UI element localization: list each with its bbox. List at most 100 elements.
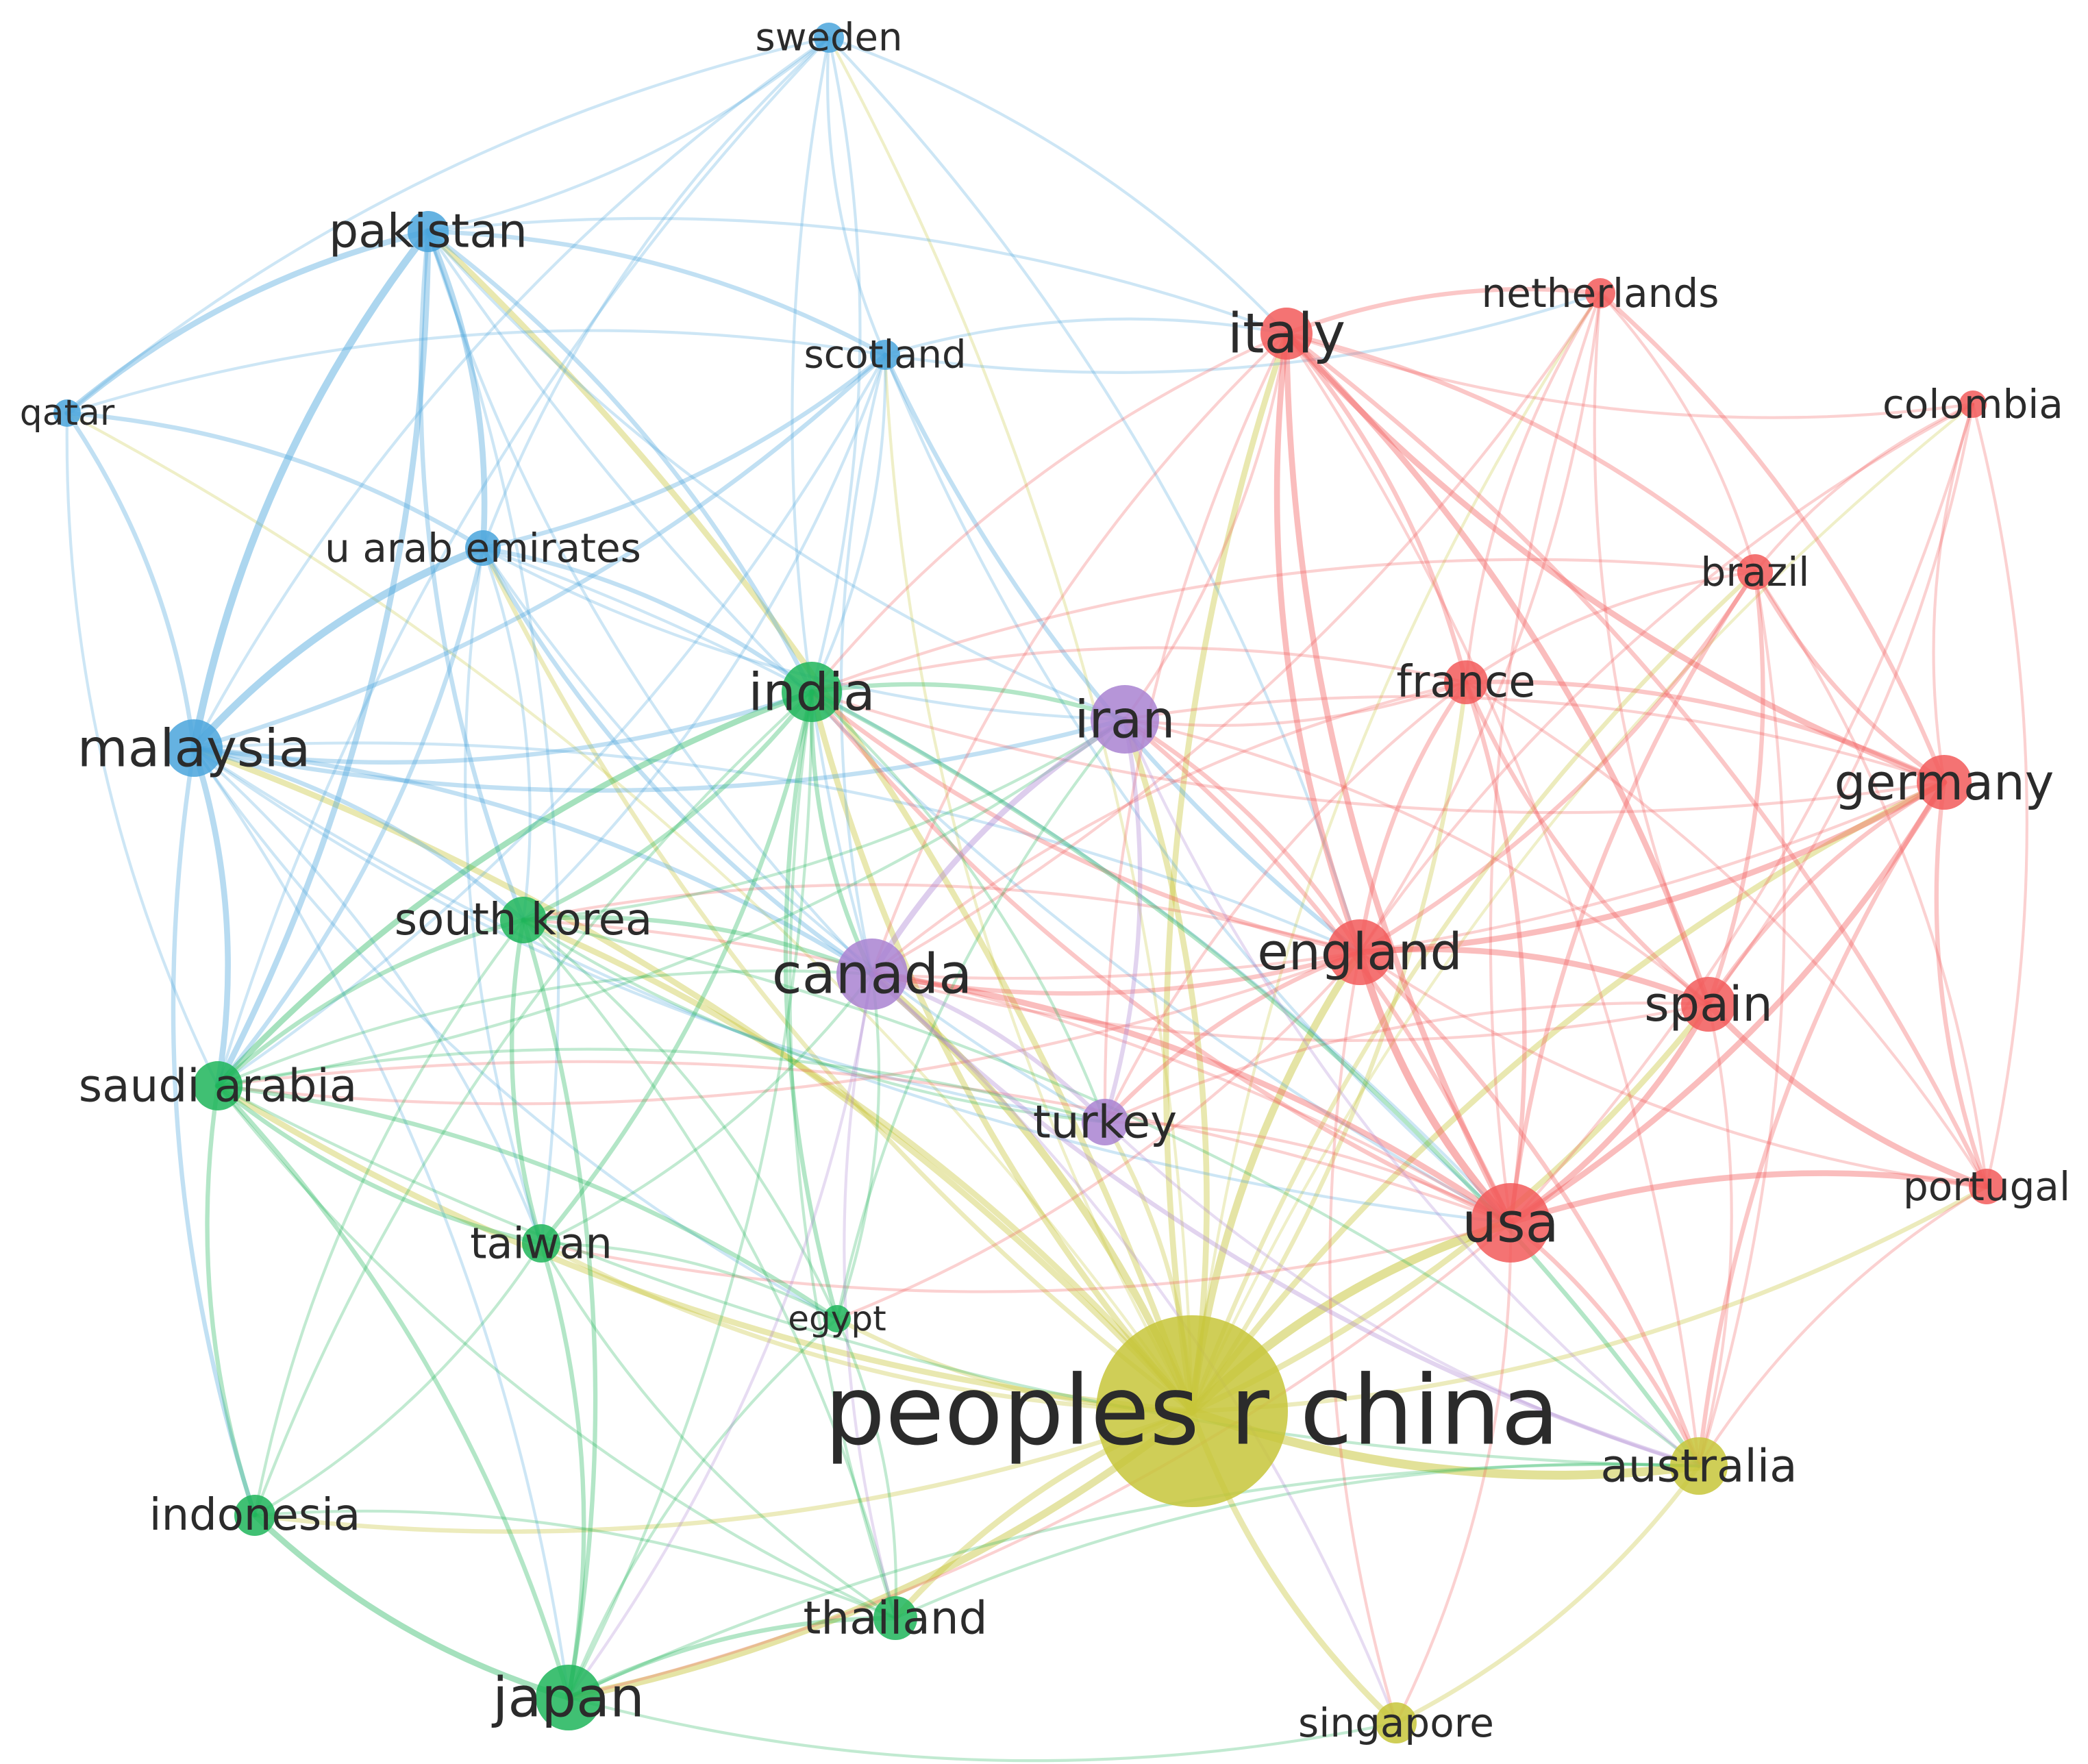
edge-england-australia — [1357, 949, 1702, 1469]
edge-germany-australia — [1696, 780, 1947, 1469]
edge-china-malaysia — [190, 745, 1195, 1415]
node-saudiarabia[interactable] — [193, 1061, 243, 1110]
edge-germany-england — [1356, 779, 1948, 956]
edge-india-japan — [567, 690, 814, 1700]
node-italy[interactable] — [1260, 308, 1313, 360]
edge-pakistan-saudiarabia — [214, 228, 432, 1089]
edge-usa-portugal — [1507, 1170, 1990, 1226]
edge-england-iran — [1122, 717, 1363, 955]
edge-england-saudiarabia — [216, 950, 1362, 1106]
edge-southkorea-japan — [521, 917, 598, 1700]
node-label-iran: iran — [1074, 689, 1175, 750]
edge-china-indonesia — [252, 1408, 1195, 1534]
edge-england-southkorea — [521, 883, 1362, 954]
node-pakistan[interactable] — [408, 211, 449, 252]
node-colombia[interactable] — [1959, 390, 1987, 418]
node-canada[interactable] — [836, 939, 908, 1010]
edge-india-indonesia — [253, 690, 814, 1517]
node-brazil[interactable] — [1737, 554, 1773, 590]
node-germany[interactable] — [1917, 755, 1972, 810]
edge-colombia-brazil — [1753, 402, 1975, 574]
edge-pakistan-taiwan — [426, 229, 560, 1245]
node-label-japan: japan — [491, 1666, 645, 1730]
edge-thailand-japan — [566, 1615, 898, 1700]
edge-saudiarabia-egypt — [215, 1083, 840, 1321]
node-australia[interactable] — [1670, 1437, 1728, 1495]
edge-taiwan-thailand — [539, 1241, 897, 1620]
edge-turkey-australia — [1103, 1120, 1701, 1468]
node-china[interactable] — [1096, 1315, 1288, 1507]
node-malaysia[interactable] — [165, 719, 223, 777]
edge-southkorea-thailand — [521, 918, 897, 1620]
node-portugal[interactable] — [1969, 1169, 2004, 1204]
node-singapore[interactable] — [1376, 1702, 1417, 1743]
edge-pakistan-india — [425, 229, 815, 695]
node-scotland[interactable] — [870, 340, 900, 370]
edge-netherlands-germany — [1598, 290, 1947, 785]
node-usa[interactable] — [1471, 1183, 1550, 1263]
edge-sweden-italy — [827, 36, 1289, 336]
node-label-qatar: qatar — [20, 393, 115, 434]
edge-saudiarabia-indonesia — [205, 1083, 258, 1518]
node-turkey[interactable] — [1082, 1099, 1128, 1145]
edge-netherlands-england — [1358, 291, 1602, 954]
edge-china-portugal — [1189, 1184, 1989, 1414]
edge-uae-southkorea — [481, 546, 532, 922]
edge-usa-singapore — [1394, 1221, 1513, 1725]
edge-china-colombia — [1190, 402, 1975, 1413]
edge-scotland-netherlands — [883, 291, 1602, 374]
edge-sweden-scotland — [825, 36, 887, 357]
edge-india-taiwan — [538, 689, 815, 1246]
edge-canada-thailand — [843, 972, 897, 1620]
edge-qatar-saudiarabia — [65, 411, 220, 1088]
node-india[interactable] — [782, 662, 842, 722]
edge-china-india — [808, 688, 1195, 1415]
edge-usa-india — [809, 689, 1513, 1226]
node-label-usa: usa — [1462, 1191, 1558, 1255]
node-france[interactable] — [1444, 660, 1488, 704]
edge-saudiarabia-turkey — [216, 1047, 1107, 1124]
edge-india-iran — [809, 682, 1128, 722]
edge-saudiarabia-iran — [216, 717, 1127, 1088]
edge-southkorea-iran — [521, 717, 1127, 922]
edge-spain-canada — [870, 972, 1711, 1042]
edge-malaysia-sweden — [192, 36, 831, 750]
edge-pakistan-scotland — [425, 229, 888, 358]
edge-italy-iran — [1123, 332, 1289, 721]
edge-malaysia-japan — [192, 746, 571, 1700]
edge-scotland-southkorea — [521, 353, 887, 922]
edge-spain-usa — [1507, 1001, 1712, 1226]
edge-netherlands-france — [1464, 291, 1602, 684]
node-sweden[interactable] — [814, 23, 844, 53]
edge-pakistan-sweden — [426, 36, 831, 234]
node-southkorea[interactable] — [500, 897, 547, 943]
edge-scotland-italy — [883, 317, 1289, 357]
node-egypt[interactable] — [823, 1305, 851, 1332]
node-spain[interactable] — [1681, 977, 1736, 1032]
edge-uae-india — [480, 545, 815, 695]
node-qatar[interactable] — [53, 399, 81, 427]
node-thailand[interactable] — [873, 1596, 917, 1640]
edge-usa-turkey — [1103, 1120, 1513, 1225]
edge-china-iran — [1121, 716, 1210, 1415]
edge-netherlands-usa — [1489, 291, 1602, 1225]
edge-japan-australia — [567, 1463, 1701, 1700]
node-england[interactable] — [1327, 919, 1393, 985]
edge-uae-saudiarabia — [215, 545, 486, 1089]
edge-sweden-canada — [791, 36, 874, 976]
node-japan[interactable] — [536, 1665, 601, 1730]
node-netherlands[interactable] — [1585, 278, 1615, 308]
edge-uae-turkey — [481, 546, 1107, 1124]
node-indonesia[interactable] — [234, 1495, 275, 1536]
node-taiwan[interactable] — [522, 1224, 560, 1263]
edge-france-germany — [1463, 680, 1947, 785]
edge-india-thailand — [788, 690, 897, 1620]
node-uae[interactable] — [465, 530, 501, 566]
edge-uae-taiwan — [464, 546, 543, 1245]
edge-usa-australia — [1508, 1220, 1702, 1469]
edge-malaysia-turkey — [192, 746, 1107, 1124]
edge-egypt-canada — [835, 972, 881, 1321]
node-iran[interactable] — [1091, 685, 1159, 754]
edge-germany-portugal — [1934, 780, 1989, 1189]
